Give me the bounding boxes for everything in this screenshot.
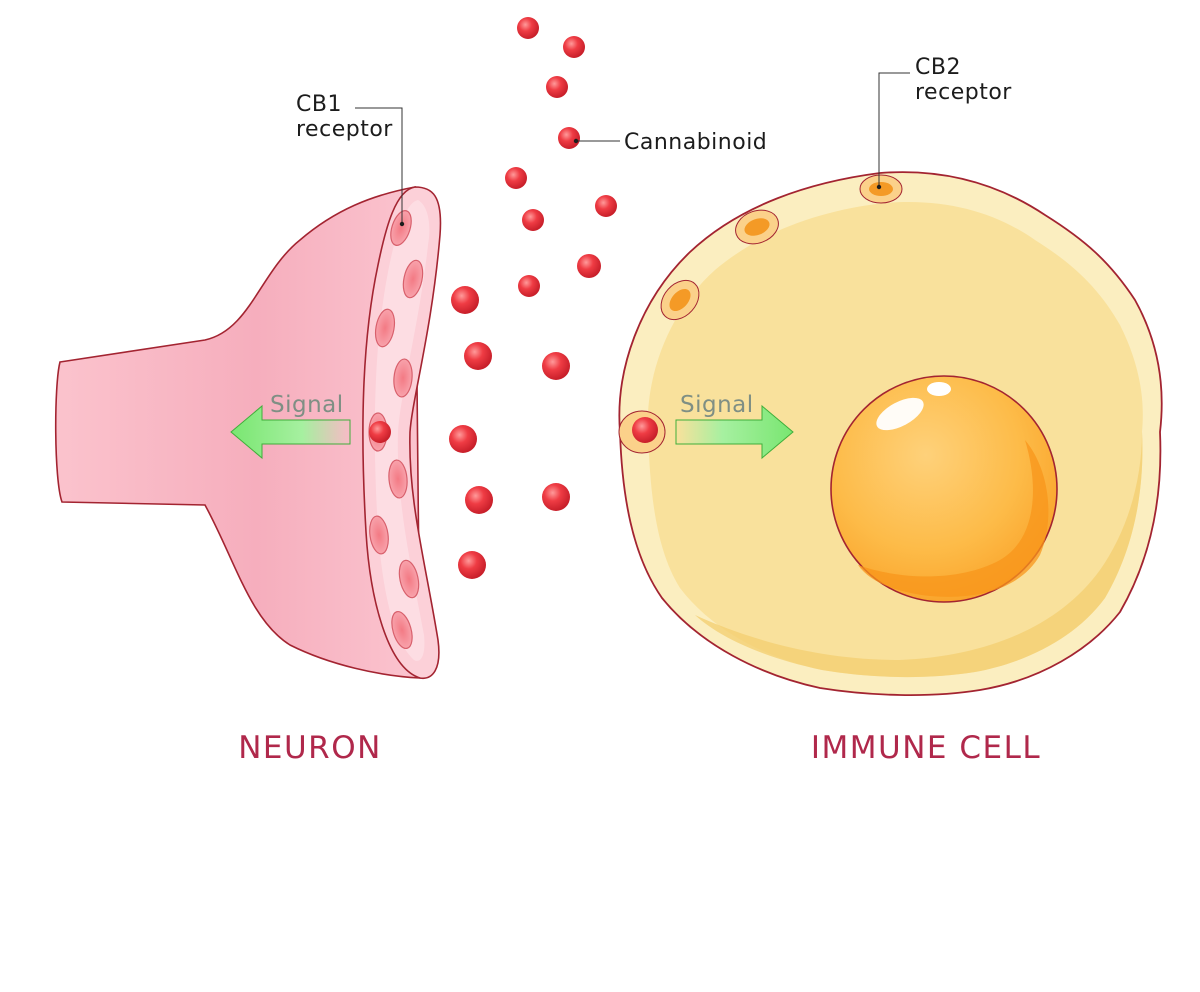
immune-cell-title: IMMUNE CELL [811, 730, 1041, 766]
signal-label-right: Signal [680, 392, 754, 418]
signal-label-left: Signal [270, 392, 344, 418]
cannabinoid-molecule [451, 286, 479, 314]
nucleus-shadow [858, 440, 1049, 597]
signal-arrow-right: Signal [675, 392, 794, 460]
cb2-receptor-core [869, 182, 893, 196]
cannabinoid-molecule [546, 76, 568, 98]
nucleus-highlight-small [927, 382, 951, 396]
cb2-receptor-core [744, 218, 770, 236]
cb1-receptor [390, 210, 412, 246]
cb1-receptor [402, 259, 424, 299]
cannabinoid-molecule [505, 167, 527, 189]
bound-cannabinoid-immune [632, 417, 658, 443]
cannabinoid-molecule [464, 342, 492, 370]
neuron-title: NEURON [238, 730, 382, 766]
nucleus [830, 375, 1058, 603]
cannabinoid-molecule [517, 17, 539, 39]
cb1-label-line2: receptor [296, 117, 393, 142]
arrow-right-icon [675, 404, 794, 460]
cannabinoid-molecule [522, 209, 544, 231]
signal-arrow-left: Signal [230, 392, 351, 460]
cannabinoid-molecule [518, 275, 540, 297]
cannabinoid-molecule [458, 551, 486, 579]
bound-cannabinoid-neuron [369, 421, 391, 443]
cannabinoid-label: Cannabinoid [624, 130, 767, 155]
cb2-leader-line [878, 72, 910, 187]
cannabinoid-molecule [563, 36, 585, 58]
cb1-leader-line [355, 107, 403, 224]
cb2-leader-dot [876, 184, 882, 190]
cb1-receptor [398, 559, 420, 599]
cannabinoid-molecule [542, 483, 570, 511]
cannabinoid-molecules [449, 17, 617, 579]
cb1-receptor [393, 358, 413, 398]
cb2-label-line2: receptor [915, 80, 1012, 105]
cb2-callout: CB2 receptor [876, 55, 1012, 190]
cannabinoid-molecule [542, 352, 570, 380]
immune-cell [618, 171, 1163, 696]
cannabinoid-molecule [577, 254, 601, 278]
cb1-receptor [391, 610, 413, 650]
arrow-left-icon [230, 404, 351, 460]
cb1-callout: CB1 receptor [296, 92, 405, 227]
cb1-leader-dot [399, 221, 405, 227]
nucleus-highlight [876, 397, 924, 431]
cb2-receptor-core [669, 288, 691, 312]
cb1-receptor [388, 459, 408, 499]
cannabinoid-molecule [449, 425, 477, 453]
cb1-receptor [369, 515, 389, 555]
cannabinoid-molecule [558, 127, 580, 149]
cannabinoid-callout: Cannabinoid [573, 130, 767, 155]
cb1-label-line1: CB1 [296, 92, 342, 117]
cb1-receptors [368, 210, 424, 650]
cb2-label-line1: CB2 [915, 55, 961, 80]
cannabinoid-leader-dot [573, 138, 579, 144]
cb1-receptor [374, 308, 396, 348]
cannabinoid-molecule [465, 486, 493, 514]
cannabinoid-molecule [595, 195, 617, 217]
